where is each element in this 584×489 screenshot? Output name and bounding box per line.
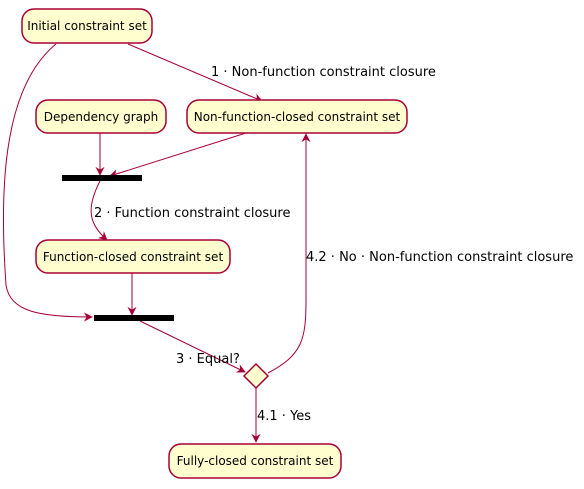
node-fully-closed: Fully-closed constraint set: [168, 443, 342, 479]
edge-label-step41: 4.1 · Yes: [257, 409, 311, 424]
sync-bar-bottom: [94, 315, 174, 321]
edge-label-step1: 1 · Non-function constraint closure: [211, 65, 436, 80]
edge-decision-to-nonfunction: [267, 133, 311, 374]
edge-top-bar-to-function: [90, 180, 108, 241]
node-dependency-graph: Dependency graph: [35, 99, 167, 134]
edge-bottom-bar-to-decision: [139, 320, 246, 373]
node-function-closed: Function-closed constraint set: [35, 239, 231, 274]
decision-diamond: [242, 362, 270, 390]
edge-initial-to-bottom-bar: [2, 43, 93, 322]
edges: [2, 43, 311, 443]
edge-label-step42: 4.2 · No · Non-function constraint closu…: [306, 250, 573, 265]
node-dependency-label: Dependency graph: [44, 110, 158, 124]
edge-nonfunction-to-top-bar: [109, 132, 247, 178]
edge-label-step2: 2 · Function constraint closure: [94, 206, 290, 221]
sync-bar-top: [62, 175, 142, 181]
node-fully-closed-label: Fully-closed constraint set: [177, 454, 334, 468]
edge-initial-to-nonfunction: [127, 43, 263, 102]
node-non-function-closed: Non-function-closed constraint set: [186, 99, 408, 134]
edge-label-step3: 3 · Equal?: [176, 352, 240, 367]
node-function-closed-label: Function-closed constraint set: [43, 250, 224, 264]
node-initial-label: Initial constraint set: [27, 19, 147, 33]
node-non-function-closed-label: Non-function-closed constraint set: [194, 110, 401, 124]
node-initial-constraint-set: Initial constraint set: [21, 8, 153, 44]
